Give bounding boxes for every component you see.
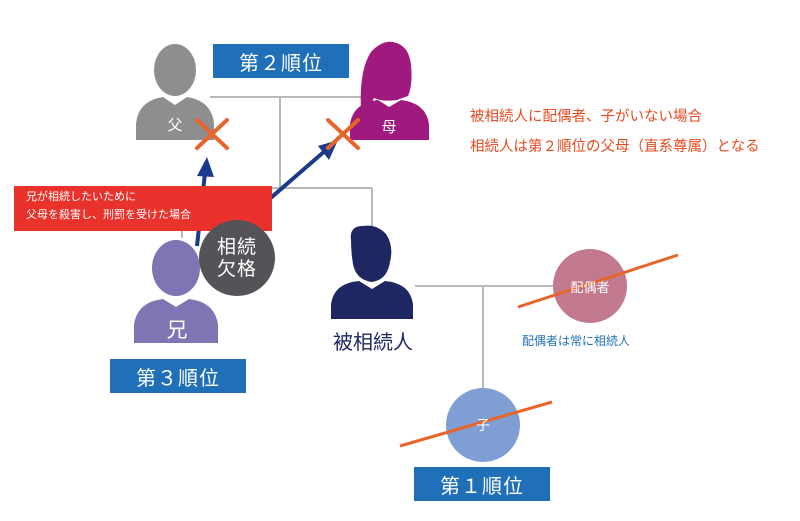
father-icon: [136, 44, 214, 140]
note-line2: 相続人は第２順位の父母（直系尊属）となる: [470, 139, 760, 155]
disqualification-badge: 相続 欠格: [199, 220, 275, 296]
father-label: 父: [167, 116, 183, 134]
decedent-label: 被相続人: [333, 330, 413, 354]
rank3-box: 第３順位: [110, 359, 246, 393]
spouse-circle: [553, 249, 627, 323]
badge-line2: 欠格: [216, 258, 257, 280]
rank2-box: 第２順位: [213, 44, 349, 78]
arrow-to-father-head: [197, 157, 214, 177]
child-strike-line: [399, 400, 553, 448]
rank1-box: 第１順位: [414, 467, 550, 501]
spouse-note: 配偶者は常に相続人: [522, 334, 631, 348]
child-circle: [446, 388, 520, 462]
mother-label: 母: [381, 118, 397, 136]
brother-icon: [134, 240, 218, 343]
spouse-strike-line: [517, 253, 679, 309]
spouse-label: 配偶者: [570, 280, 610, 296]
mother-cross-icon: [326, 118, 360, 150]
decedent-icon: [331, 225, 413, 319]
note-line1: 被相続人に配偶者、子がいない場合: [470, 109, 702, 125]
crosses: [195, 118, 360, 150]
child-label: 子: [476, 418, 490, 434]
reason-line1: 兄が相続したいために: [26, 190, 136, 203]
mother-icon: [350, 41, 429, 140]
brother-label: 兄: [166, 318, 188, 342]
father-cross-icon: [195, 118, 229, 150]
badge-line1: 相続: [216, 236, 257, 258]
reason-line2: 父母を殺害し、刑罰を受けた場合: [26, 208, 191, 221]
